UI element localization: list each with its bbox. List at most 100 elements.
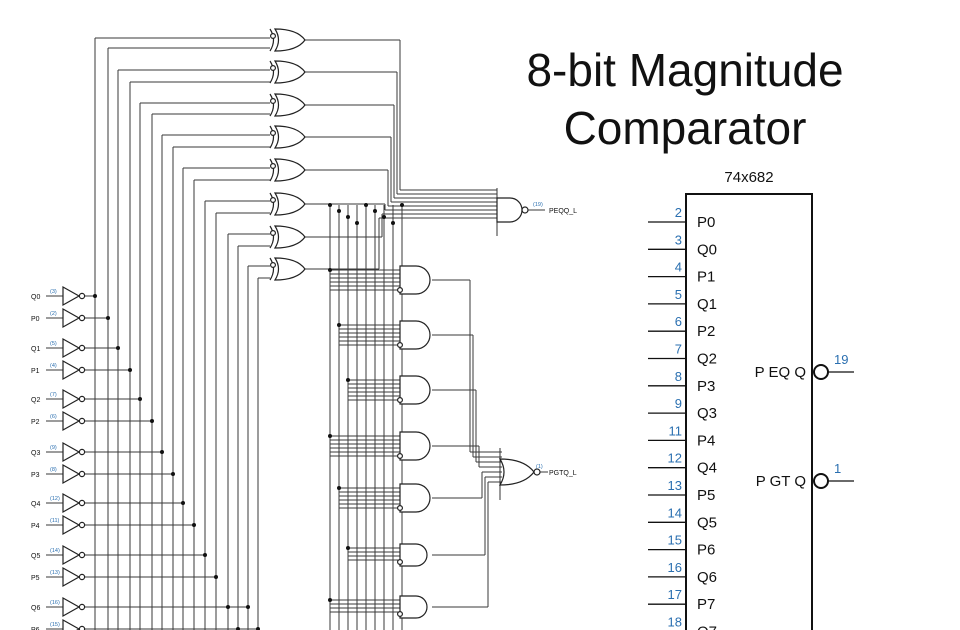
chip-name: 74x682 — [724, 169, 773, 186]
junction-dot — [346, 215, 350, 219]
chip-pin-number: 13 — [668, 478, 682, 493]
input-bubble — [270, 32, 277, 39]
junction-dot — [93, 294, 97, 298]
output-bubble — [521, 206, 529, 214]
inverter-bubble — [78, 292, 86, 300]
junction-dot — [346, 378, 350, 382]
input-bubble — [270, 230, 277, 237]
chip-pin-number: 12 — [668, 451, 682, 466]
xor-back-arc — [269, 28, 275, 52]
chip-pin-label: P0 — [697, 214, 715, 231]
junction-dot — [138, 397, 142, 401]
junction-dot — [116, 346, 120, 350]
and-gate — [399, 431, 431, 461]
input-label-p: P4 — [31, 523, 40, 530]
chip-pin-label: Q7 — [697, 624, 717, 630]
buffer-gate — [62, 285, 81, 307]
inverter-bubble — [78, 417, 86, 425]
input-label-q: Q4 — [31, 501, 40, 508]
junction-dots — [93, 203, 404, 630]
input-pin-q: (7) — [50, 392, 57, 398]
xor-back-arc — [269, 125, 275, 149]
output-bubble — [533, 468, 541, 476]
xor-back-arc — [269, 60, 275, 84]
input-bubble — [270, 262, 277, 269]
chip-pin-number: 4 — [675, 260, 682, 275]
input-pin-q: (12) — [50, 496, 60, 502]
chip-pin-number: 9 — [675, 396, 682, 411]
junction-dot — [400, 203, 404, 207]
inverter-bubble — [78, 499, 86, 507]
junction-dot — [337, 209, 341, 213]
chip-pin-number: 3 — [675, 232, 682, 247]
xor-back-arc — [269, 192, 275, 216]
chip-output-label: P EQ Q — [755, 364, 806, 381]
input-label-q: Q5 — [31, 553, 40, 560]
input-bubble — [270, 197, 277, 204]
input-bubble — [397, 397, 404, 404]
chip-pin-label: Q6 — [697, 569, 717, 586]
chip-pin-number: 8 — [675, 369, 682, 384]
chip-pin-label: P2 — [697, 323, 715, 340]
buffer-gate — [62, 492, 81, 514]
junction-dot — [246, 605, 250, 609]
junction-dot — [346, 546, 350, 550]
xnor-gate — [273, 28, 306, 52]
chip-pin-number: 15 — [668, 533, 682, 548]
inverter-bubble — [78, 521, 86, 529]
nor-gate-pgtq — [498, 458, 535, 486]
input-label-p: P2 — [31, 419, 40, 426]
input-pin-p: (8) — [50, 467, 57, 473]
input-bubble — [397, 610, 404, 617]
junction-dot — [391, 221, 395, 225]
chip-pin-number: 18 — [668, 615, 682, 630]
input-pin-p: (4) — [50, 363, 57, 369]
inverter-bubble — [78, 448, 86, 456]
input-pin-p: (11) — [50, 518, 60, 524]
buffer-gate — [62, 388, 81, 410]
junction-dot — [328, 268, 332, 272]
junction-dot — [355, 221, 359, 225]
input-bubble — [270, 130, 277, 137]
buffer-gate — [62, 566, 81, 588]
and-gate — [399, 320, 431, 350]
input-pin-p: (13) — [50, 570, 60, 576]
input-label-q: Q1 — [31, 346, 40, 353]
chip-pin-label: Q2 — [697, 351, 717, 368]
inverter-bubble — [78, 366, 86, 374]
chip-pin-label: P3 — [697, 378, 715, 395]
xnor-gate — [273, 93, 306, 117]
buffer-gate — [62, 618, 81, 630]
chip-pin-label: P7 — [697, 596, 715, 613]
chip-pin-number: 14 — [668, 505, 682, 520]
input-label-q: Q6 — [31, 605, 40, 612]
junction-dot — [106, 316, 110, 320]
input-label-q: Q0 — [31, 294, 40, 301]
chip-pin-number: 6 — [675, 314, 682, 329]
junction-dot — [214, 575, 218, 579]
page-title-line1: 8-bit Magnitude — [526, 44, 844, 96]
page-title-line2: Comparator — [563, 102, 807, 154]
chip-pin-number: 7 — [675, 342, 682, 357]
input-bubble — [270, 97, 277, 104]
xnor-gate — [273, 225, 306, 249]
buffer-gate — [62, 307, 81, 329]
input-pin-q: (14) — [50, 548, 60, 554]
junction-dot — [382, 215, 386, 219]
chip-pin-number: 11 — [669, 423, 683, 438]
xnor-gate — [273, 257, 306, 281]
input-label-p: P0 — [31, 316, 40, 323]
and-gate — [399, 265, 431, 295]
inverter-bubble — [78, 551, 86, 559]
chip-pin-number: 2 — [675, 205, 682, 220]
buffer-gate — [62, 410, 81, 432]
junction-dot — [128, 368, 132, 372]
chip-body — [685, 193, 813, 630]
output-pin-peqq: (19) — [533, 202, 543, 208]
input-bubble — [270, 64, 277, 71]
input-pin-p: (2) — [50, 311, 57, 317]
xnor-gate — [273, 158, 306, 182]
junction-dot — [192, 523, 196, 527]
input-bubble — [270, 163, 277, 170]
